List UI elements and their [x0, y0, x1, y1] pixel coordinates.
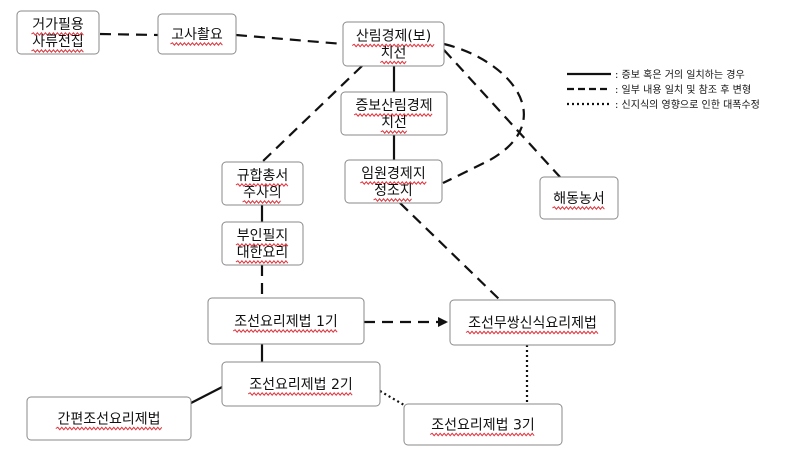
node-gosa: 고사촬요: [157, 13, 237, 55]
spellcheck-underline: [31, 32, 84, 36]
node-label: 주사의: [243, 185, 282, 201]
node-haedong: 해동농서: [539, 176, 619, 220]
edge-imwon-musang: [399, 202, 501, 301]
node-sallim: 산림경제(보)치선: [342, 21, 445, 67]
node-joseon1: 조선요리제법 1기: [207, 297, 365, 345]
edge-sallim-haedong: [443, 49, 561, 178]
spellcheck-underline: [373, 198, 412, 202]
spellcheck-underline: [31, 49, 84, 53]
edges-layer: [99, 32, 561, 406]
spellcheck-underline: [465, 330, 599, 335]
spellcheck-underline: [351, 43, 435, 48]
spellcheck-underline: [170, 42, 223, 46]
node-label: 간편조선요리제법: [57, 412, 160, 428]
node-label: 부인필지: [237, 228, 289, 244]
node-label: 조선요리제법 1기: [234, 314, 338, 330]
node-label: 산림경제(보): [356, 29, 431, 45]
spellcheck-underline: [235, 243, 289, 247]
node-box: [340, 91, 448, 136]
node-label: 조선요리제법 3기: [431, 418, 535, 434]
node-label: 규합총서: [237, 168, 289, 184]
spellcheck-underline: [55, 426, 163, 431]
edge-sallim-gyuhap: [261, 65, 363, 163]
spellcheck-underline: [247, 392, 353, 396]
spellcheck-underline: [359, 181, 427, 185]
node-label: 치선: [381, 115, 407, 131]
node-label: 사류전집: [32, 34, 84, 50]
node-label: 조선무쌍신식요리제법: [468, 316, 597, 332]
node-joseon2: 조선요리제법 2기: [221, 361, 381, 407]
node-joseon3: 조선요리제법 3기: [403, 403, 563, 446]
node-box: [342, 21, 445, 67]
edge-geoga-gosa: [99, 32, 159, 37]
spellcheck-underline: [235, 260, 289, 264]
node-box: [344, 159, 443, 204]
spellcheck-underline: [235, 183, 289, 187]
legend: : 증보 혹은 거의 일치하는 경우 : 일부 내용 일치 및 참조 후 변형 : …: [567, 68, 760, 111]
node-label: 정조지: [374, 183, 413, 199]
legend-label-dashed: : 일부 내용 일치 및 참조 후 변형: [615, 84, 751, 96]
spellcheck-underline: [379, 60, 407, 65]
edge-sallim-imwon: [442, 42, 525, 184]
node-box: [221, 221, 304, 266]
node-label: 조선요리제법 2기: [249, 377, 353, 393]
node-label: 대한요리: [237, 245, 289, 261]
node-ganpyeon: 간편조선요리제법: [26, 396, 192, 441]
node-box: [221, 161, 304, 206]
node-label: 증보산림경제: [355, 98, 432, 114]
spellcheck-underline: [232, 329, 338, 333]
edge-joseon2-joseon3: [379, 390, 405, 406]
node-label: 해동농서: [553, 191, 605, 207]
node-musang: 조선무쌍신식요리제법: [449, 299, 616, 346]
spellcheck-underline: [429, 432, 535, 437]
node-label: 치선: [381, 46, 407, 62]
node-label: 임원경제지: [361, 166, 425, 182]
edge-gosa-sallim: [235, 33, 344, 46]
spellcheck-underline: [242, 200, 281, 204]
spellcheck-underline: [380, 130, 408, 134]
node-label: 고사촬요: [171, 27, 223, 43]
spellcheck-underline: [552, 206, 605, 210]
legend-label-solid: : 증보 혹은 거의 일치하는 경우: [615, 68, 745, 81]
spellcheck-underline: [353, 113, 433, 117]
legend-label-dotted: : 신지식의 영향으로 인한 대폭수정: [615, 99, 760, 111]
node-label: 거가필용: [32, 17, 84, 33]
node-box: [16, 10, 100, 55]
